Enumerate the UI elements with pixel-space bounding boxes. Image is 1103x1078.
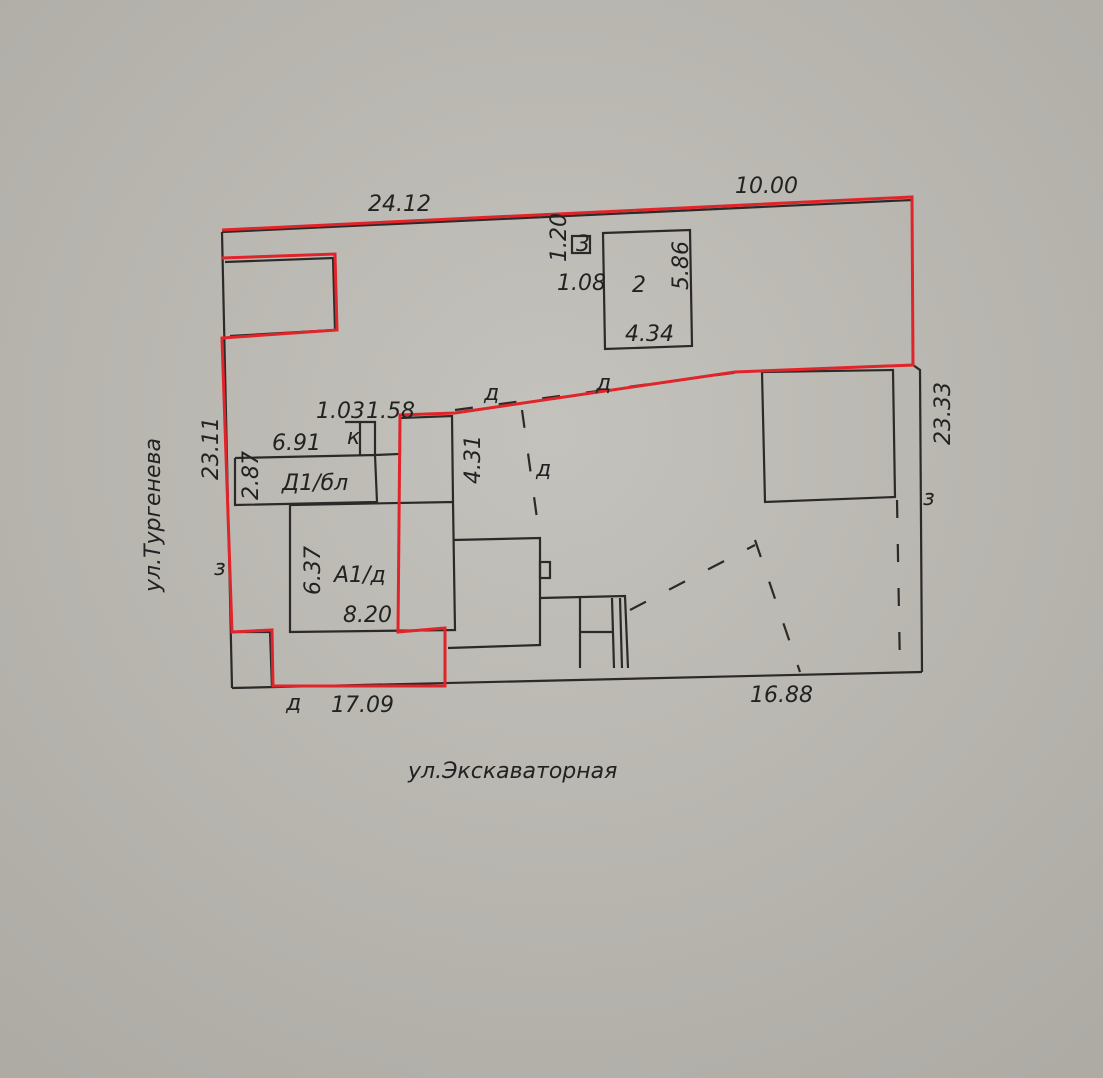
building-a1-length: 8.20 <box>343 603 392 628</box>
small-box-depth: 1.08 <box>557 271 606 296</box>
top-right-length: 10.00 <box>735 174 798 199</box>
porch-width-b: 1.58 <box>366 399 415 424</box>
building-d1-width: 2.87 <box>239 451 264 500</box>
fence-mark-z-left: з <box>214 556 226 581</box>
street-south-label: ул.Экскаваторная <box>407 759 617 784</box>
small-box-width: 1.20 <box>547 213 572 262</box>
red-boundary <box>220 195 915 688</box>
building-2-label: 2 <box>632 273 646 298</box>
fence-mark-d-1: д <box>483 381 499 406</box>
fence-mark-d-bottom: д <box>285 691 301 716</box>
building-d1-length: 6.91 <box>272 431 321 456</box>
porch-mark: к <box>347 425 361 450</box>
left-length: 23.11 <box>199 417 224 480</box>
fence-mark-z-right: з <box>923 486 935 511</box>
fence-mark-d-2: д <box>595 371 611 396</box>
top-left-length: 24.12 <box>368 192 431 217</box>
small-box-label: 3 <box>576 232 590 257</box>
street-west-label: ул.Тургенева <box>141 438 166 593</box>
right-length: 23.33 <box>931 382 956 445</box>
building-2-length: 5.86 <box>669 241 694 290</box>
building-a1-label: А1/д <box>332 563 386 588</box>
annex-length: 4.31 <box>461 435 486 484</box>
building-2-outline <box>570 228 694 351</box>
building-d1-label: Д1/бл <box>281 471 348 496</box>
porch-width-a: 1.03 <box>316 399 365 424</box>
bottom-right-length: 16.88 <box>750 683 813 708</box>
bottom-left-length: 17.09 <box>331 693 394 718</box>
building-a1-width: 6.37 <box>301 546 326 595</box>
building-2-width: 4.34 <box>625 322 674 347</box>
fence-mark-d-3: д <box>535 457 551 482</box>
